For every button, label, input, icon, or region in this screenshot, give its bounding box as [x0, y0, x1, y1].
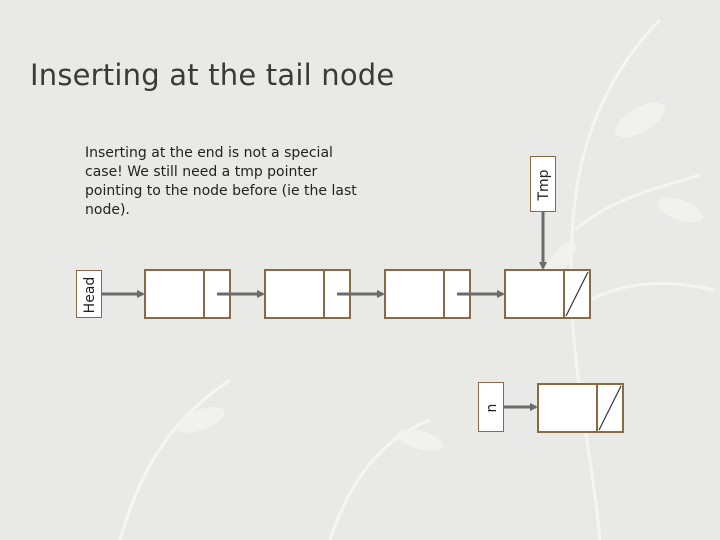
null-pointer-slash — [598, 385, 622, 431]
n-pointer-box: n — [478, 382, 504, 432]
list-node-1 — [144, 269, 231, 319]
new-node — [537, 383, 624, 433]
slide-title: Inserting at the tail node — [30, 58, 395, 92]
list-node-2 — [264, 269, 351, 319]
null-pointer-slash — [565, 271, 589, 317]
head-pointer-box: Head — [76, 270, 102, 318]
list-node-4-tail — [504, 269, 591, 319]
slide-body-text: Inserting at the end is not a special ca… — [85, 145, 357, 218]
tmp-pointer-box: Tmp — [530, 156, 556, 212]
